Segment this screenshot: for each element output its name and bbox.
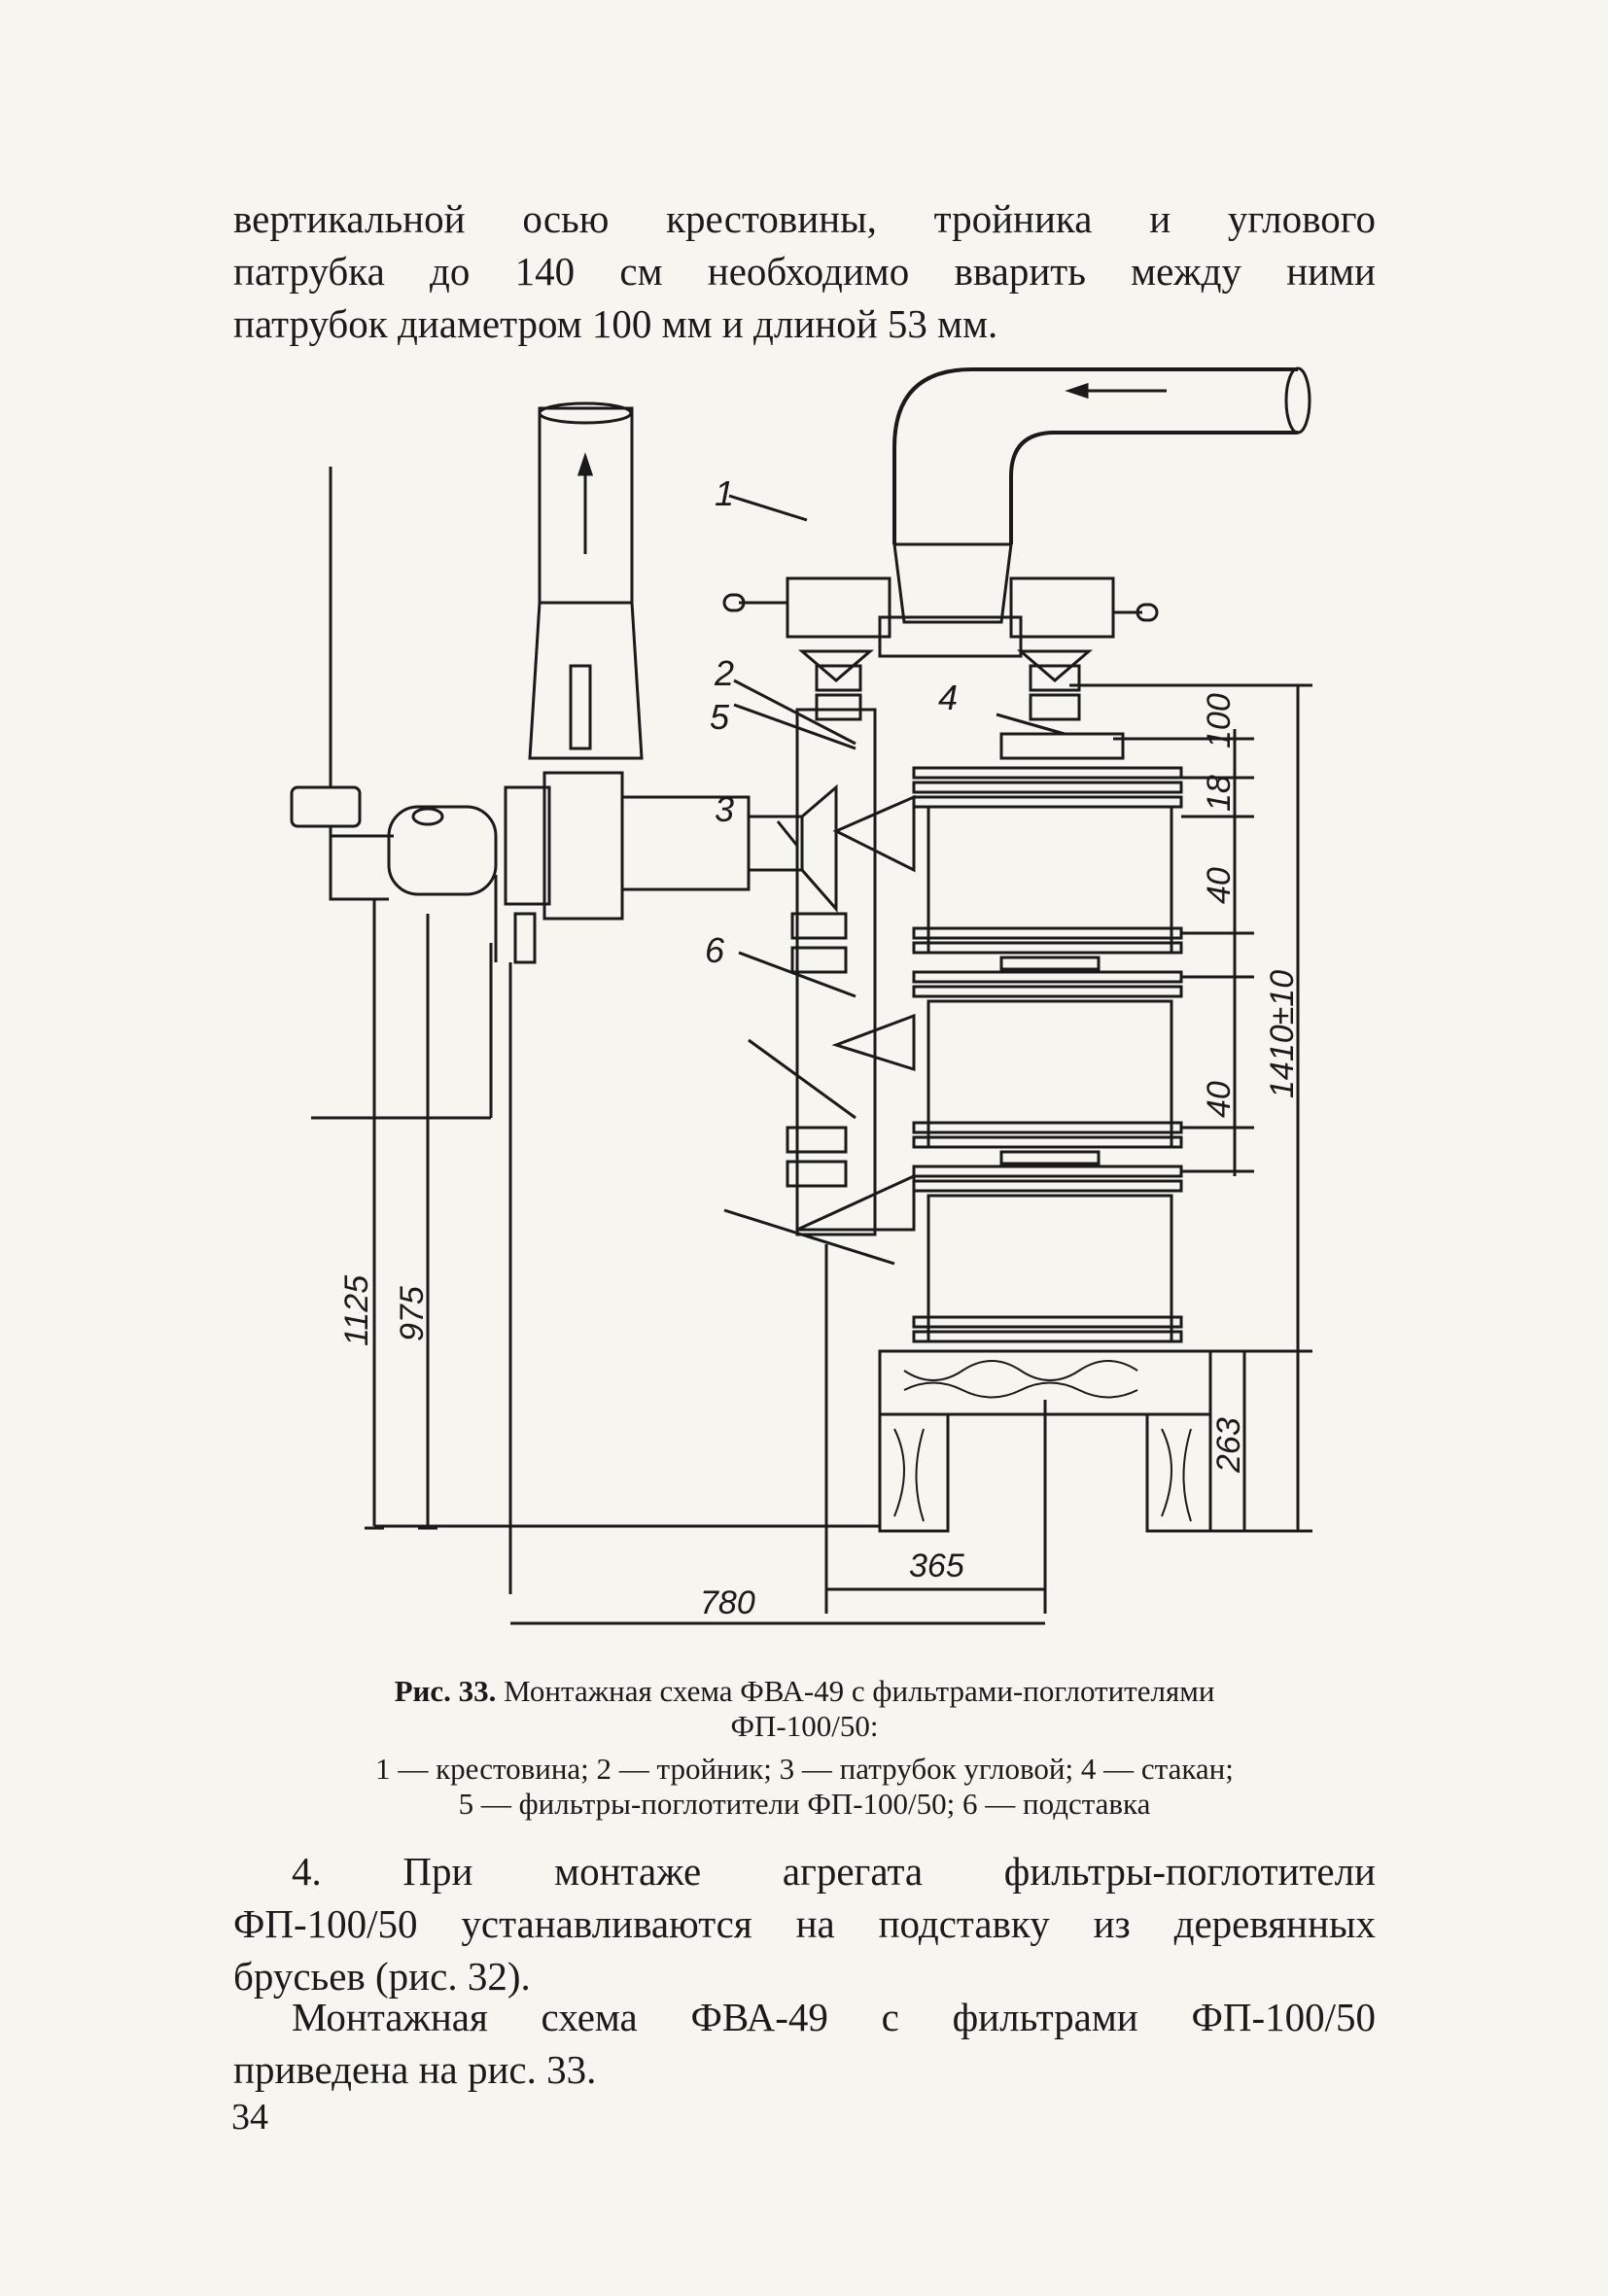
text-line: ФП-100/50 устанавливаются на подставку и… [233,1901,1376,1946]
callout-2: 2 [714,653,734,693]
dim-1125: 1125 [338,1275,375,1346]
callout-5: 5 [710,697,730,737]
caption-title-line2: ФП-100/50: [730,1709,879,1743]
figure-caption: Рис. 33. Монтажная схема ФВА-49 с фильтр… [233,1674,1376,1822]
text-line: брусьев (рис. 32). [233,1954,531,1999]
text-line: вертикальной осью крестовины, тройника и… [233,196,1376,241]
caption-legend-line2: 5 — фильтры-поглотители ФП-100/50; 6 — п… [458,1787,1151,1821]
dim-40-upper: 40 [1201,867,1238,904]
dim-263: 263 [1210,1417,1247,1474]
text-line: патрубка до 140 см необходимо вварить ме… [233,249,1376,294]
paragraph-5: Монтажная схема ФВА-49 с фильтрами ФП-10… [233,1991,1376,2096]
text-line: 4. При монтаже агрегата фильтры-поглотит… [292,1849,1376,1894]
paragraph-4: 4. При монтаже агрегата фильтры-поглотит… [233,1845,1376,2002]
caption-legend-line1: 1 — крестовина; 2 — тройник; 3 — патрубо… [375,1752,1234,1786]
caption-title-line1: Рис. 33. Монтажная схема ФВА-49 с фильтр… [394,1674,1215,1708]
callout-6: 6 [705,930,725,970]
dim-40-lower: 40 [1201,1081,1238,1118]
callout-1: 1 [715,473,734,513]
dim-1410: 1410±10 [1264,970,1301,1098]
text-line: патрубок диаметром 100 мм и длиной 53 мм… [233,301,998,346]
callout-4: 4 [938,678,958,717]
mounting-diagram: 1 2 3 4 5 6 100 18 40 40 1410±10 263 112… [290,366,1312,1625]
dim-365: 365 [909,1548,964,1584]
dim-780: 780 [700,1584,755,1621]
body-text-top: вертикальной осью крестовины, тройника и… [233,192,1376,350]
callout-3: 3 [715,789,734,829]
page-number: 34 [231,2097,268,2138]
text-line: Монтажная схема ФВА-49 с фильтрами ФП-10… [292,1995,1376,2039]
dim-975: 975 [394,1286,431,1341]
text-line: приведена на рис. 33. [233,2047,597,2092]
dim-18: 18 [1201,775,1238,812]
dim-100: 100 [1201,693,1238,748]
